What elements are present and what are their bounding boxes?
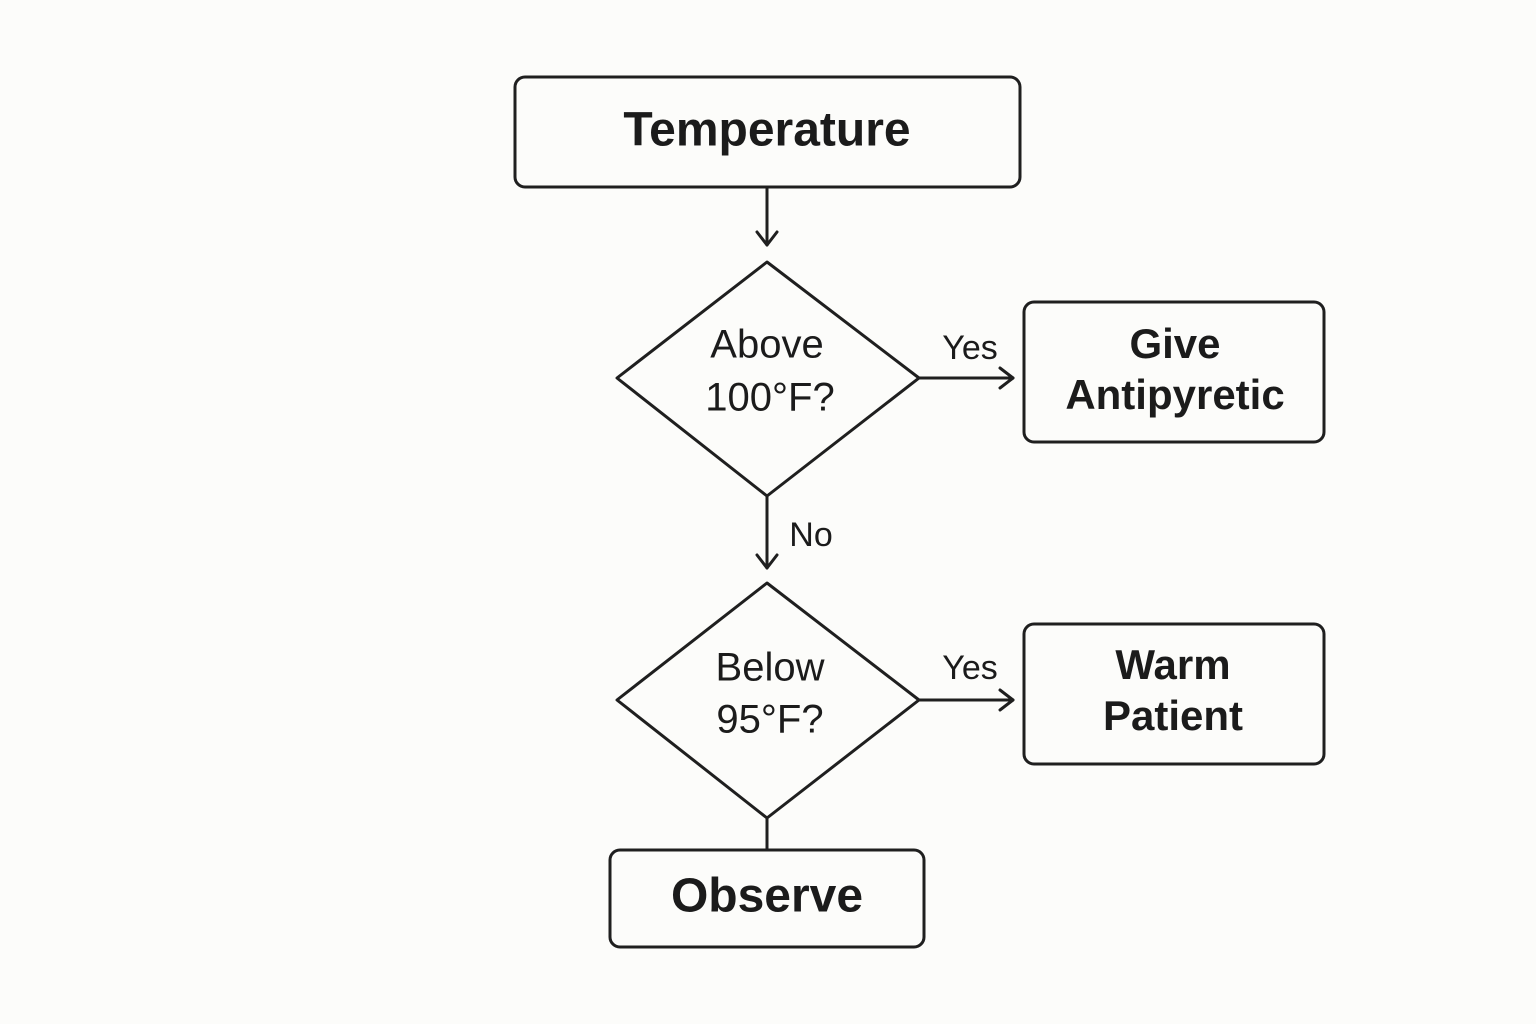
connectors bbox=[755, 185, 1015, 852]
node-give-antipyretic: Give Antipyretic bbox=[1022, 300, 1326, 444]
edge-label-above-yes: Yes bbox=[942, 329, 997, 367]
decision-above-100: Above 100°F? bbox=[615, 260, 921, 498]
node-warm-patient-line1: Warm bbox=[1115, 641, 1230, 688]
node-warm-patient: Warm Patient bbox=[1022, 622, 1326, 766]
decision-below-95-line1: Below bbox=[716, 646, 825, 690]
edge-label-below-yes: Yes bbox=[942, 649, 997, 687]
arrowhead-below-yes bbox=[998, 688, 1015, 712]
edge-label-above-no: No bbox=[789, 516, 832, 554]
decision-below-95: Below 95°F? bbox=[615, 581, 921, 820]
node-observe-label: Observe bbox=[671, 870, 863, 923]
arrowhead-above-yes bbox=[998, 366, 1015, 390]
node-warm-patient-line2: Patient bbox=[1103, 692, 1243, 739]
node-give-antipyretic-box bbox=[1022, 300, 1326, 444]
node-warm-patient-box bbox=[1022, 622, 1326, 766]
decision-above-100-diamond bbox=[615, 260, 921, 498]
decision-below-95-diamond bbox=[615, 581, 921, 820]
node-temperature: Temperature bbox=[513, 75, 1022, 189]
node-observe-box bbox=[608, 848, 926, 949]
arrowhead-temperature-to-above bbox=[755, 230, 779, 247]
node-temperature-label: Temperature bbox=[623, 104, 910, 157]
node-observe: Observe bbox=[608, 848, 926, 949]
node-give-antipyretic-line1: Give bbox=[1129, 320, 1220, 367]
decision-above-100-line1: Above bbox=[710, 323, 823, 367]
arrowhead-above-no bbox=[755, 553, 779, 570]
node-temperature-box bbox=[513, 75, 1022, 189]
decision-below-95-line2: 95°F? bbox=[716, 698, 823, 742]
decision-above-100-line2: 100°F? bbox=[705, 376, 834, 420]
node-give-antipyretic-line2: Antipyretic bbox=[1065, 371, 1284, 418]
